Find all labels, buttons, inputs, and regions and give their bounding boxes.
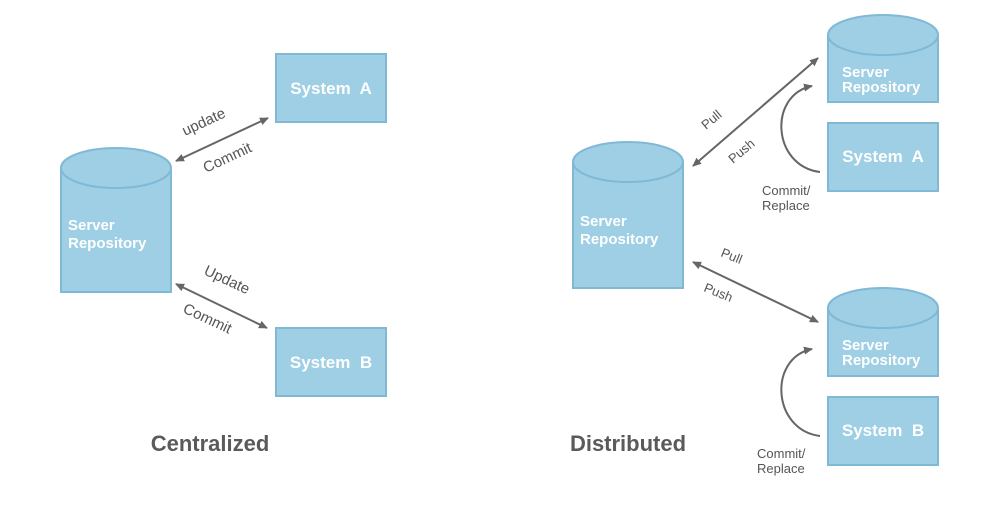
distributed-commit-replace-b-line1: Commit/ xyxy=(757,446,806,461)
centralized-system-b: System B xyxy=(275,327,387,397)
distributed-system-b: System B xyxy=(827,396,939,466)
distributed-central-server-label-2: Repository xyxy=(580,231,659,248)
centralized-update-b-label: Update xyxy=(201,262,252,298)
distributed-central-server-label-1: Server xyxy=(580,213,627,230)
centralized-update-a-label: update xyxy=(180,105,229,140)
centralized-section: Server Repository System A System B upda… xyxy=(60,53,387,456)
distributed-commit-replace-a-line2: Replace xyxy=(762,198,810,213)
distributed-pull-a-label: Pull xyxy=(698,107,724,132)
distributed-server-repository-b: Server Repository xyxy=(827,287,939,377)
distributed-caption: Distributed xyxy=(570,431,686,456)
distributed-server-b-label-1: Server xyxy=(842,337,889,354)
distributed-commit-arrow-a xyxy=(780,83,821,173)
centralized-server-label-2: Repository xyxy=(68,235,147,252)
centralized-system-a: System A xyxy=(275,53,387,123)
distributed-system-a: System A xyxy=(827,122,939,192)
centralized-arrow-a xyxy=(175,117,269,162)
centralized-server-label-1: Server xyxy=(68,217,115,234)
centralized-commit-b-label: Commit xyxy=(180,300,235,338)
distributed-arrow-a xyxy=(692,57,819,167)
centralized-server-repository: Server Repository xyxy=(60,147,172,293)
distributed-system-a-label: System A xyxy=(842,147,924,166)
distributed-server-a-label-2: Repository xyxy=(842,79,921,96)
distributed-commit-arrow-b xyxy=(780,346,821,437)
distributed-central-server-repository: Server Repository xyxy=(572,141,684,289)
distributed-pull-b-label: Pull xyxy=(719,245,745,267)
distributed-commit-replace-b-line2: Replace xyxy=(757,461,805,476)
distributed-server-a-label-1: Server xyxy=(842,64,889,81)
distributed-push-b-label: Push xyxy=(702,280,735,305)
distributed-section: Server Repository Server Repository Syst… xyxy=(570,14,939,476)
centralized-system-b-label: System B xyxy=(290,353,372,372)
centralized-system-a-label: System A xyxy=(290,79,372,98)
distributed-server-b-label-2: Repository xyxy=(842,352,921,369)
centralized-arrow-b xyxy=(175,283,268,329)
distributed-commit-replace-a-line1: Commit/ xyxy=(762,183,811,198)
centralized-caption: Centralized xyxy=(151,431,270,456)
distributed-arrow-b xyxy=(692,261,819,323)
distributed-system-b-label: System B xyxy=(842,421,924,440)
distributed-push-a-label: Push xyxy=(725,136,757,167)
distributed-server-repository-a: Server Repository xyxy=(827,14,939,103)
